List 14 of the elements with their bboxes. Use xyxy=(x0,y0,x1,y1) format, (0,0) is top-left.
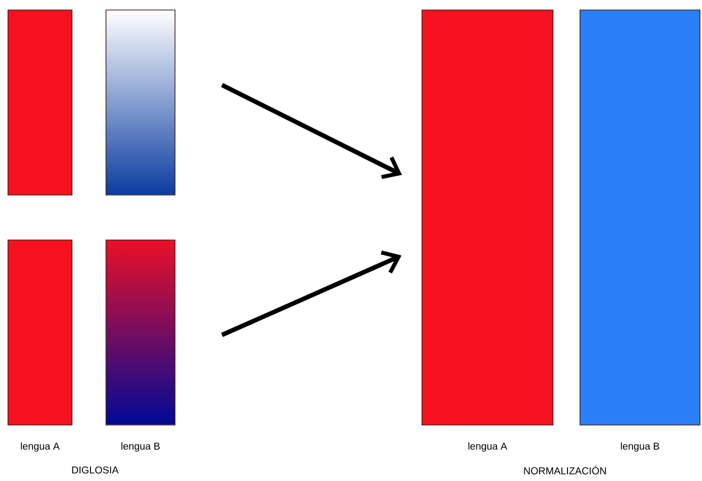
group-label: NORMALIZACIÓN xyxy=(524,466,606,474)
bar xyxy=(8,240,72,426)
bar xyxy=(106,10,176,196)
bar xyxy=(422,10,554,426)
bar-label: lengua A xyxy=(468,442,508,452)
arrow xyxy=(221,82,402,179)
bar xyxy=(8,10,72,196)
bar-label: lengua B xyxy=(620,442,660,452)
bar-label: lengua A xyxy=(20,442,60,452)
bar-label: lengua B xyxy=(121,442,160,452)
arrow xyxy=(221,250,402,338)
bar xyxy=(106,240,176,426)
bar xyxy=(580,10,700,426)
group-label: DIGLOSIA xyxy=(72,466,119,474)
